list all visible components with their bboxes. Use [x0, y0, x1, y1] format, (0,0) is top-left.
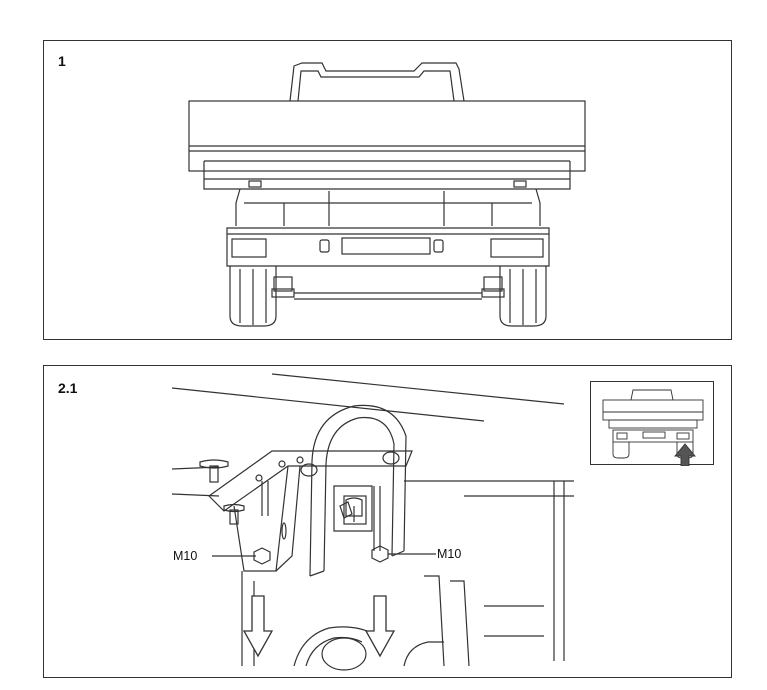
- step-1-panel: 1: [43, 40, 732, 340]
- towbar-mounting-detail-illustration: [171, 373, 574, 671]
- truck-locator-illustration: [602, 389, 704, 466]
- direction-arrows: [242, 595, 396, 658]
- center-bracket: [333, 485, 373, 532]
- rear-wheels: [229, 266, 547, 327]
- truck-bed: [188, 100, 586, 190]
- location-arrow-icon: [674, 443, 696, 466]
- truck-rear-view-illustration: [188, 62, 586, 327]
- mounting-bolts: [199, 459, 381, 551]
- m10-nuts: [253, 545, 389, 565]
- rear-bumper: [226, 227, 550, 267]
- step-number: 1: [58, 53, 66, 69]
- locator-inset: [590, 381, 714, 466]
- step-2-1-panel: 2.1: [43, 365, 732, 678]
- lower-structure: [241, 571, 544, 671]
- step-number: 2.1: [58, 380, 78, 396]
- callout-leaders: [212, 553, 436, 557]
- towbar-loop: [309, 404, 407, 577]
- cab-rack: [289, 62, 465, 102]
- axle: [271, 276, 505, 300]
- chassis-lines: [171, 373, 574, 661]
- callout-m10-left: M10: [173, 549, 198, 563]
- callout-m10-right: M10: [437, 547, 462, 561]
- chassis: [235, 188, 541, 226]
